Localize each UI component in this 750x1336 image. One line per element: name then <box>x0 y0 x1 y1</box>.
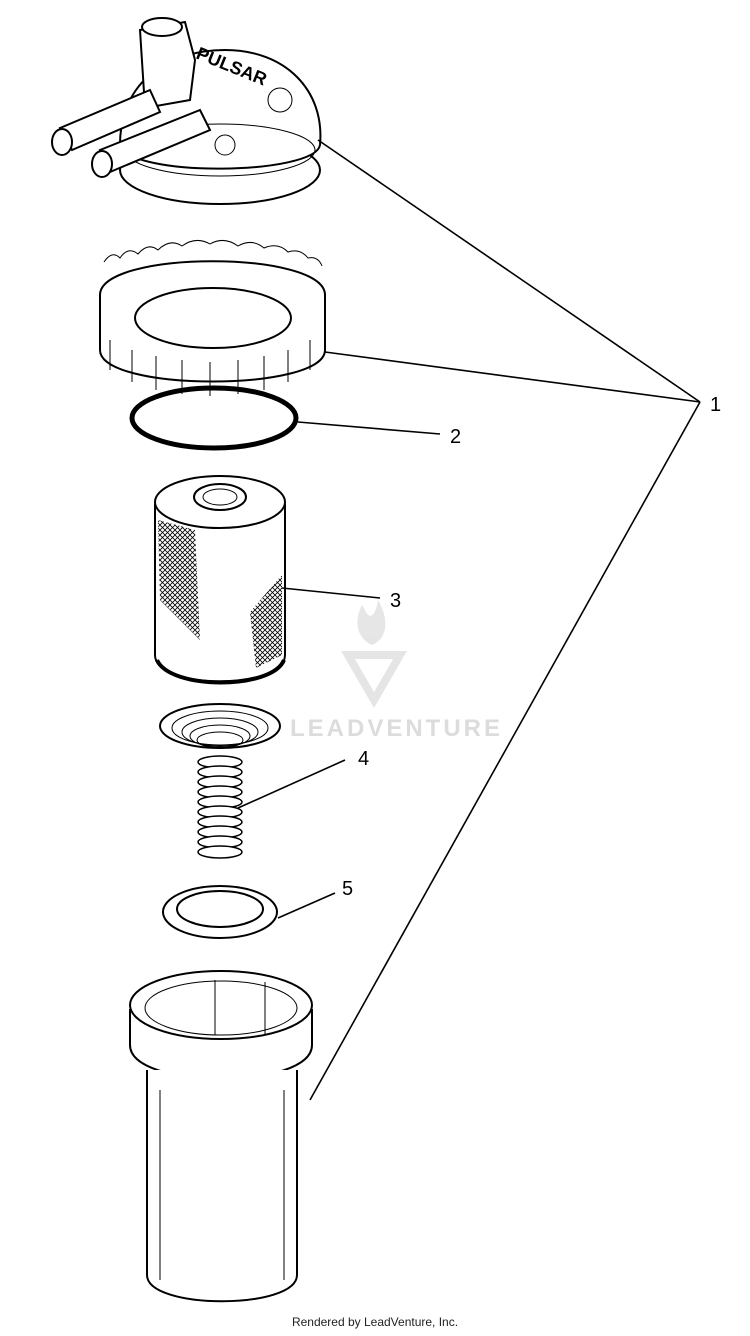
watermark: LEADVENTURE <box>290 600 503 742</box>
callout-3: 3 <box>390 590 401 612</box>
filter-bowl <box>129 970 313 1303</box>
callout-1: 1 <box>710 394 721 416</box>
spring <box>159 703 281 859</box>
watermark-text: LEADVENTURE <box>290 715 503 742</box>
o-ring <box>129 385 299 451</box>
filter-element <box>154 475 286 685</box>
footer-credit: Rendered by LeadVenture, Inc. <box>291 1315 459 1329</box>
knurled-collar <box>99 240 326 396</box>
callout-5: 5 <box>342 878 353 900</box>
leader-lines <box>237 139 701 1101</box>
filter-cap: PULSAR <box>51 17 322 205</box>
callout-4: 4 <box>358 748 369 770</box>
gasket-ring <box>162 885 278 939</box>
callout-2: 2 <box>450 426 461 448</box>
